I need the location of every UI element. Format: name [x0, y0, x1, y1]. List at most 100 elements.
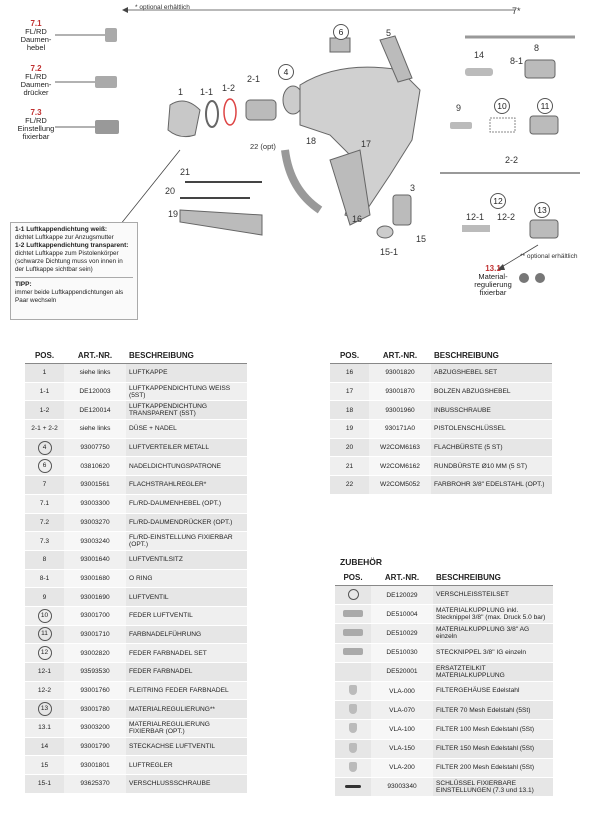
pos-cell: 22 [330, 475, 369, 494]
pos-cell: 7 [25, 475, 64, 495]
pos-cell: 12-2 [25, 680, 64, 700]
part-label: 16 [352, 214, 363, 224]
pos-value: 13 [37, 702, 52, 717]
pos-value: 12 [37, 646, 52, 661]
pos-cell: 17 [330, 381, 369, 401]
pos-value: 7 [42, 481, 47, 489]
pos-value: 1-1 [39, 388, 50, 396]
article-number: W2COM6163 [369, 437, 431, 457]
part-label: 2-1 [247, 74, 261, 84]
article-number: 93001680 [64, 568, 126, 588]
col-art: ART.-NR. [64, 348, 126, 364]
pos-cell: 7.2 [25, 512, 64, 532]
article-number: siehe links [64, 363, 126, 383]
article-number: VLA-200 [371, 757, 433, 778]
pos-value: 2-1 + 2-2 [31, 425, 58, 433]
description: RUNDBÜRSTE ø10 mm (5 St) [431, 456, 552, 476]
part-label: 18 [306, 136, 317, 146]
article-number: 93001561 [64, 475, 126, 495]
pos-cell: 13.1 [25, 718, 64, 738]
gasket-info-box: 1-1 Luftkappendichtung weiß: dichtet Luf… [10, 222, 138, 320]
part-label: 21 [180, 167, 191, 177]
wrench-icon [345, 785, 361, 789]
accessory-icon-cell [335, 661, 371, 682]
article-number: 03810620 [64, 456, 126, 476]
part-label: 12-2 [497, 212, 516, 222]
pos-value: 6 [37, 459, 52, 474]
ring-icon [347, 588, 359, 600]
description: VERSCHLEISSTEILSET [433, 584, 553, 605]
col-pos: POS. [335, 570, 371, 586]
pos-value: 1 [42, 369, 47, 377]
pos-value: 16 [345, 369, 354, 377]
accessory-icon-cell [335, 623, 371, 644]
part-label: 19 [168, 209, 179, 219]
part-label-circled: 13 [534, 202, 550, 218]
description: ABZUGSHEBEL SET [431, 363, 552, 383]
diagram-drawing [55, 7, 580, 283]
article-number: DE120003 [64, 381, 126, 401]
filter-icon [349, 723, 357, 734]
article-number: DE120029 [371, 584, 433, 605]
part-label: 1-2 [222, 83, 236, 93]
pos-value: 19 [345, 425, 354, 433]
accessory-icon-cell [335, 757, 371, 778]
tip-heading: TIPP: [15, 280, 32, 288]
part-label: 22 (opt) [250, 142, 276, 151]
description: LUFTREGLER [126, 755, 247, 775]
article-number: VLA-070 [371, 700, 433, 720]
part-label: 12-1 [466, 212, 485, 222]
info-heading-2: 1-2 Luftkappendichtung transparent: [15, 241, 129, 249]
description: DÜSE + NADEL [126, 419, 247, 439]
tip-text: immer beide Luftkappendichtungen als Paa… [15, 288, 124, 304]
part-label: 5 [386, 28, 392, 38]
pos-value: 7.3 [39, 537, 50, 545]
description: MATERIALKUPPLUNG 3/8" AG einzeln [433, 623, 553, 644]
accessory-icon-cell [335, 738, 371, 759]
part-label-circled: 10 [494, 98, 510, 114]
part-label-circled: 4 [278, 64, 294, 80]
pos-value: 18 [345, 406, 354, 414]
article-number: W2COM6162 [369, 456, 431, 476]
article-number: 93001820 [369, 363, 431, 383]
description: LUFTVERTEILER METALL [126, 437, 247, 457]
part-label: 20 [165, 186, 176, 196]
description: PISTOLENSCHLÜSSEL [431, 419, 552, 439]
article-number: 93625370 [64, 774, 126, 793]
info-heading-1: 1-1 Luftkappendichtung weiß: [15, 226, 108, 233]
description: STECKNIPPEL 3/8" IG einzeln [433, 642, 553, 663]
description: FILTER 100 Mesh Edelstahl (5St) [433, 719, 553, 739]
description: MATERIALREGULIERUNG** [126, 699, 247, 719]
article-number: DE120014 [64, 400, 126, 420]
article-number: 930171A0 [369, 419, 431, 439]
article-number: DE520001 [371, 661, 433, 682]
article-number: DE510030 [371, 642, 433, 663]
part-label: 1 [178, 87, 184, 97]
article-number: siehe links [64, 419, 126, 439]
description: FILTER 70 Mesh Edelstahl (5St) [433, 700, 553, 720]
pos-value: 15 [40, 761, 49, 769]
pos-cell: 7.1 [25, 493, 64, 513]
pos-value: 15-1 [37, 780, 52, 788]
description: FLEITRING FEDER FARBNADEL [126, 680, 247, 700]
col-desc: BESCHREIBUNG [126, 348, 247, 364]
pos-cell: 1 [25, 363, 64, 383]
part-label: 2-2 [505, 155, 519, 165]
pos-value: 21 [345, 462, 354, 470]
pos-cell: 16 [330, 363, 369, 383]
